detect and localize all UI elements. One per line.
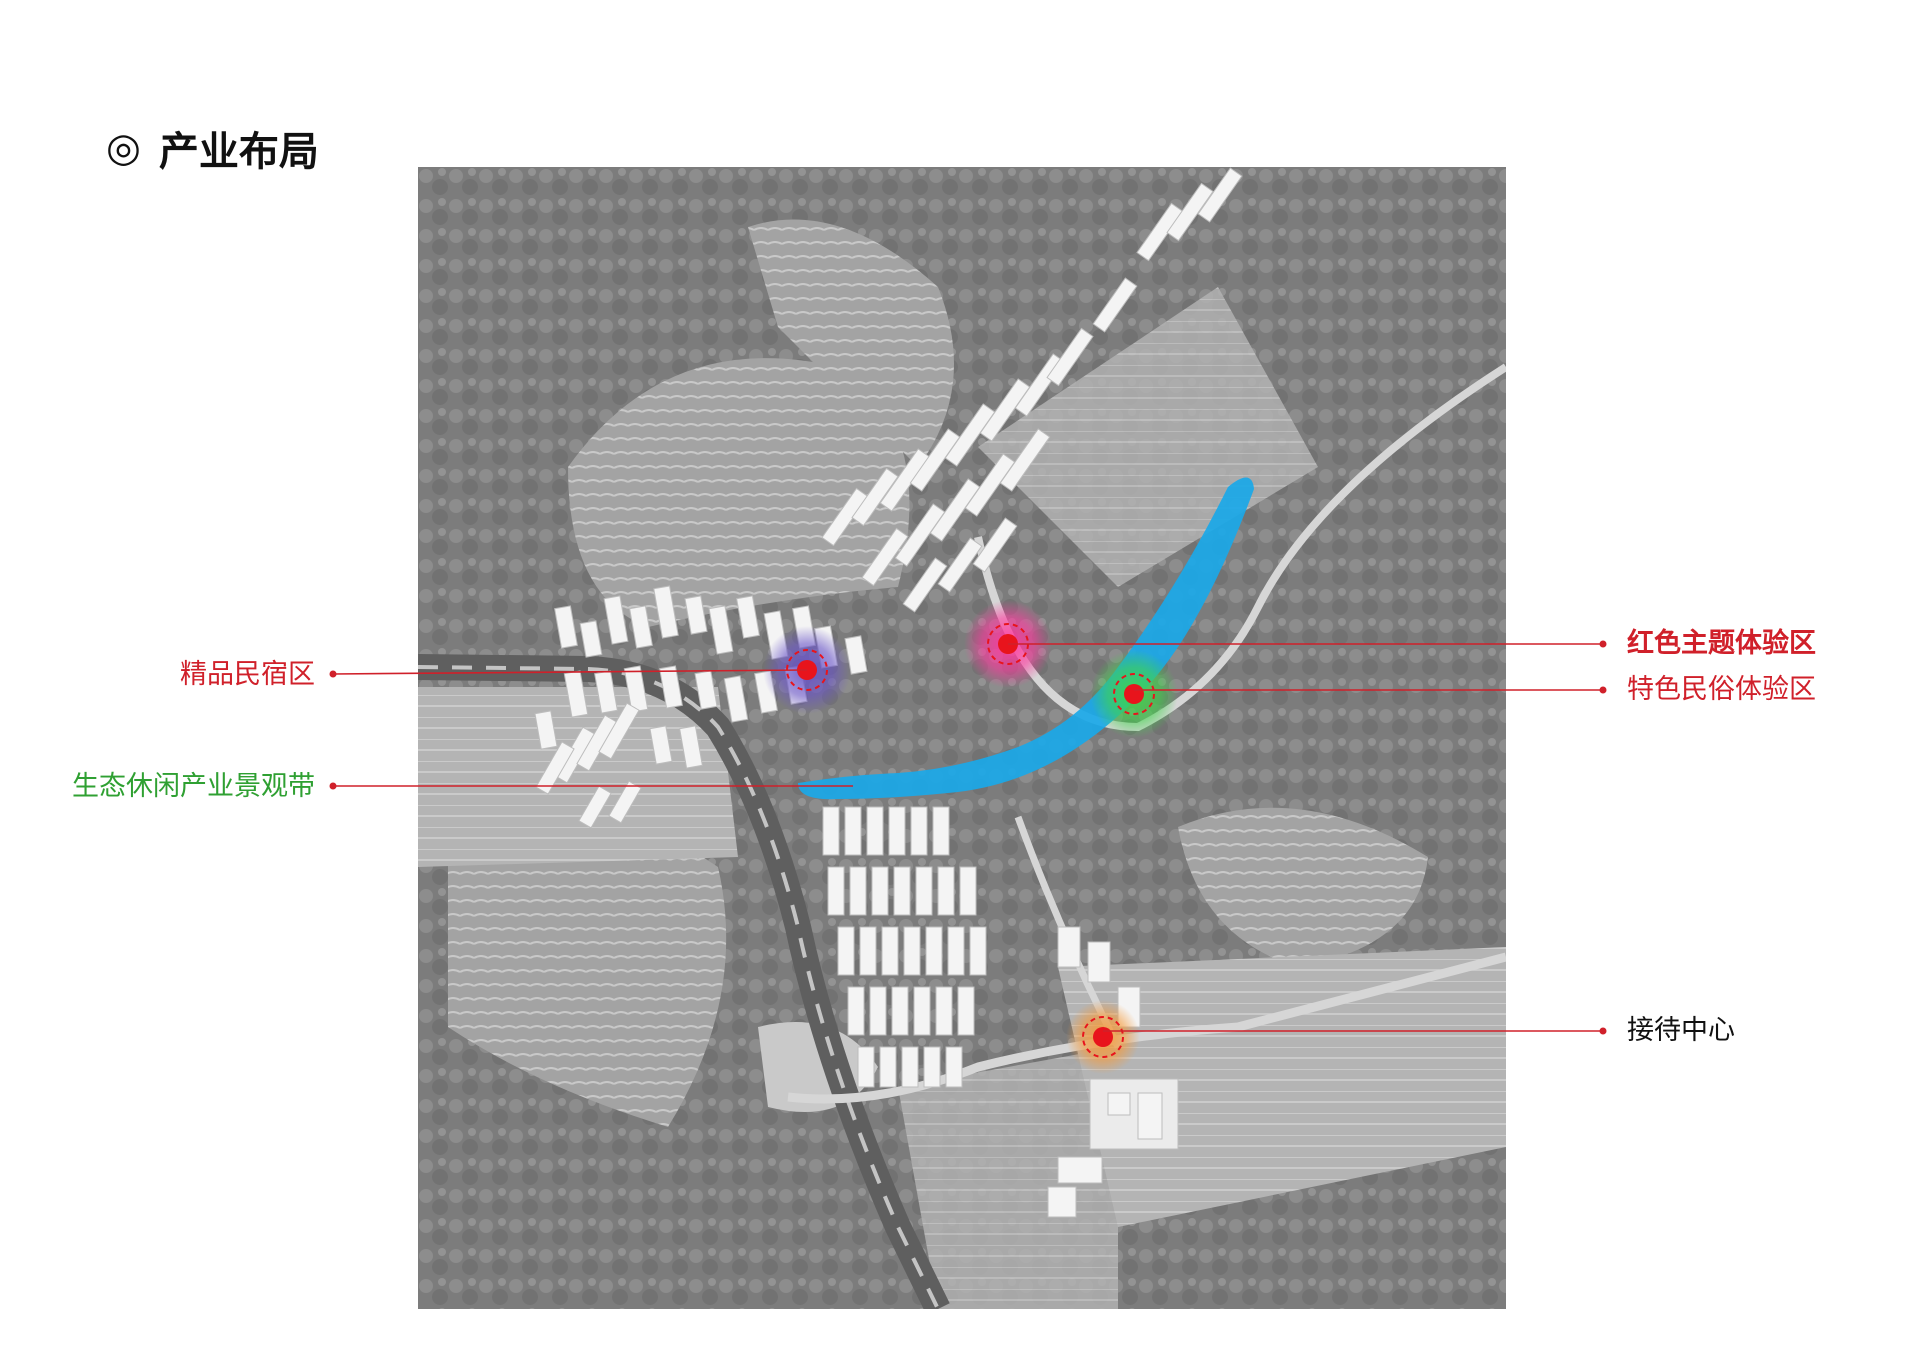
building-cluster [534,167,1243,1218]
homestay-zone-label: 精品民宿区 [180,659,315,690]
double-circle-icon: ◎ [106,125,141,171]
farmland [898,1047,1118,1309]
red-theme-zone-label: 红色主题体验区 [1627,628,1816,659]
terraced-hill [568,358,910,627]
terraced-hill [748,219,954,467]
terraced-hill [448,795,727,1127]
section-heading: ◎ 产业布局 [106,118,319,178]
reception-label: 接待中心 [1627,1015,1735,1046]
aerial-map[interactable] [418,167,1506,1309]
red-theme-zone-marker[interactable] [964,600,1052,688]
homestay-zone-marker[interactable] [763,626,851,714]
folk-zone-marker[interactable] [1090,650,1178,738]
reception-marker[interactable] [1066,1000,1140,1074]
terraced-hill [1178,807,1428,967]
farmland [1058,947,1506,1227]
eco-band-zone[interactable] [798,477,1254,800]
secondary-road [787,952,1506,1104]
folk-zone-label: 特色民俗体验区 [1627,674,1816,705]
page-title: 产业布局 [158,129,319,175]
map-canvas [418,167,1506,1309]
eco-band-label: 生态休闲产业景观带 [72,771,315,802]
